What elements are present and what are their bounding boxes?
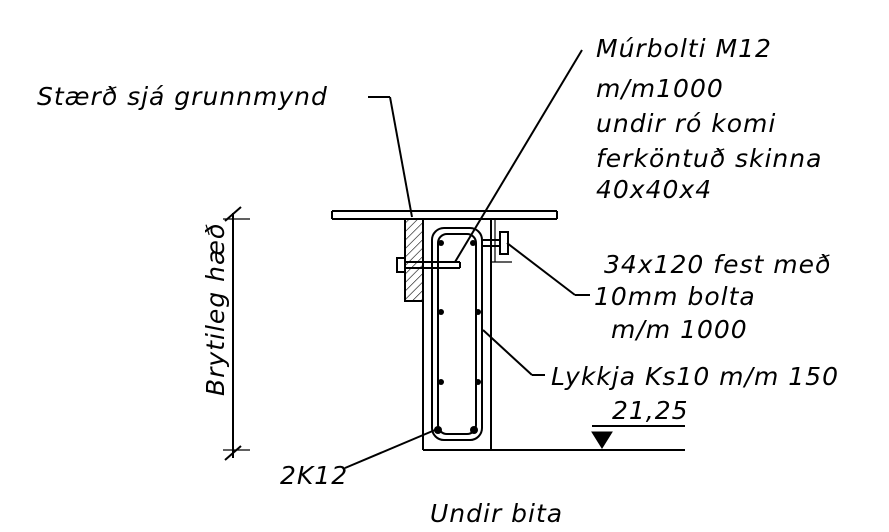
level-marker xyxy=(491,425,685,451)
anchor-bolt-line-2: m/m1000 xyxy=(596,74,724,103)
caption: Undir bita xyxy=(430,499,563,528)
anchor-bolt-line-4: ferköntuð skinna xyxy=(596,144,822,173)
vertical-dimension-label: Brytileg hæð xyxy=(201,223,230,396)
rebar-dots xyxy=(434,240,481,434)
timber-fix-line-3: m/m 1000 xyxy=(611,315,748,344)
anchor-bolt-label: Múrbolti M12 m/m1000 undir ró komi ferkö… xyxy=(596,34,822,204)
timber-fix-label: 34x120 fest með 10mm bolta m/m 1000 xyxy=(594,250,831,344)
timber-plate xyxy=(404,218,424,302)
rebar-label: 2K12 xyxy=(280,461,348,490)
top-slab xyxy=(331,210,558,220)
side-bolt xyxy=(483,219,512,263)
anchor-bolt-line-3: undir ró komi xyxy=(596,109,776,138)
vertical-dimension xyxy=(223,206,250,461)
anchor-bolt-line-5: 40x40x4 xyxy=(596,175,712,204)
anchor-bolt xyxy=(396,257,461,273)
beam-outline xyxy=(422,219,492,451)
timber-fix-line-2: 10mm bolta xyxy=(594,282,756,311)
level-label: 21,25 xyxy=(612,396,689,425)
timber-fix-line-1: 34x120 fest með xyxy=(604,250,831,279)
stirrup xyxy=(431,227,483,441)
leaders xyxy=(344,49,590,469)
anchor-bolt-line-1: Múrbolti M12 xyxy=(596,34,772,63)
stirrup-label: Lykkja Ks10 m/m 150 xyxy=(551,362,839,391)
size-ref-label: Stærð sjá grunnmynd xyxy=(37,82,328,111)
